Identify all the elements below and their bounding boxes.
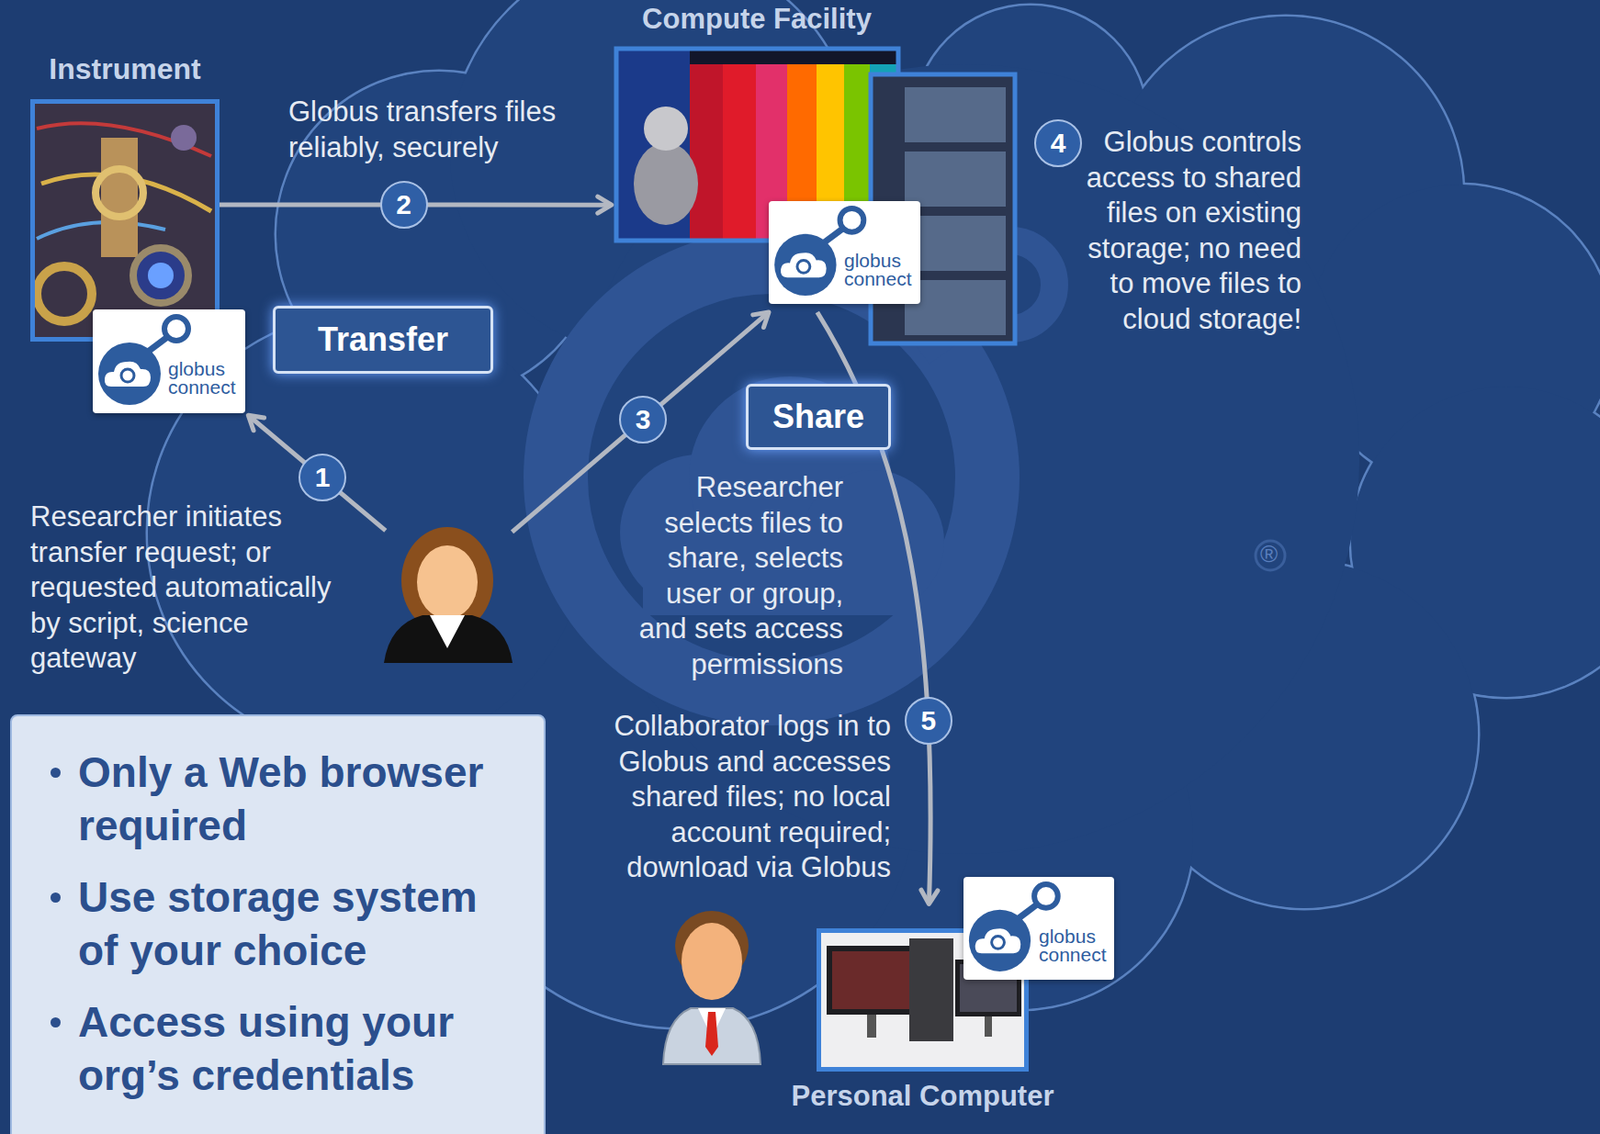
globus-connect-badge: globus connect (963, 877, 1115, 981)
supercomputer-picture (616, 48, 899, 241)
instrument-picture (95, 169, 144, 217)
globus-logo (797, 259, 811, 273)
callout-number: 5 (920, 705, 936, 737)
bullet-text: Access using your org’s credentials (78, 995, 519, 1103)
supercomputer-picture (616, 48, 899, 241)
supercomputer-picture (633, 142, 699, 226)
bullet-dot (50, 767, 61, 778)
computer-picture (816, 928, 1029, 1072)
collaborator-figure (681, 923, 743, 1001)
storage-picture (904, 151, 1006, 207)
collaborator-figure (705, 1012, 719, 1057)
researcher-figure (383, 615, 513, 664)
globus-watermark (1255, 540, 1285, 571)
supercomputer-picture (722, 64, 756, 241)
node-text: Researcher initiates transfer request; o… (30, 499, 348, 677)
globus-logo (1034, 884, 1059, 909)
globus-logo (991, 935, 1005, 949)
globus-logo (98, 342, 161, 406)
instrument-picture (170, 124, 197, 151)
bullet-dot (50, 892, 61, 903)
bullet-dot (50, 1017, 61, 1028)
box-label: Share (772, 397, 865, 437)
instrument-picture (133, 247, 189, 304)
globus-logo (975, 928, 1022, 954)
callout-circle: 5 (904, 697, 953, 745)
computer-picture (826, 946, 919, 1015)
collaborator-figure (663, 1008, 761, 1065)
globus-logo (104, 361, 151, 387)
features-panel: Only a Web browser requiredUse storage s… (10, 714, 546, 1134)
instrument-picture (36, 266, 92, 322)
bullet-text: Only a Web browser required (78, 745, 519, 853)
computer-picture (832, 951, 913, 1010)
storage-picture (904, 87, 1006, 143)
instrument-picture (30, 99, 220, 342)
globus-logo (121, 369, 135, 383)
badge-text: globus connect (1038, 927, 1113, 965)
collaborator-figure (663, 911, 761, 1065)
callout-circle: 4 (1034, 119, 1082, 168)
badge-text: globus connect (844, 251, 918, 289)
instrument-picture (101, 137, 138, 258)
callout-circle: 3 (619, 395, 667, 444)
callout-number: 2 (395, 189, 412, 221)
globus-connect-badge: globus connect (92, 309, 246, 414)
node-title: Compute Facility (642, 2, 872, 36)
compute-facility-box: Compute Facilityglobus connect (616, 48, 1015, 344)
globus-logo (840, 208, 865, 233)
supercomputer-picture (643, 106, 688, 151)
node-title: Personal Computer (791, 1080, 1055, 1114)
personal-computer-box: Personal Computerglobus connect (816, 928, 1029, 1072)
globus-logo (969, 910, 1031, 972)
badge-text: globus connect (168, 360, 242, 397)
node-title: Instrument (48, 52, 201, 87)
note-text: Globus controls access to shared files o… (1071, 124, 1302, 339)
note-text: Collaborator logs in to Globus and acces… (597, 709, 891, 887)
instrument-box: Instrumentglobus connect (30, 99, 220, 342)
computer-picture (867, 1014, 877, 1038)
instrument-picture (30, 99, 220, 342)
transfer-box: Transfer (272, 305, 494, 374)
researcher-figure (429, 615, 465, 649)
watermark-mark: ® (1260, 540, 1278, 569)
computer-picture (909, 938, 954, 1042)
supercomputer-picture (689, 64, 723, 241)
researcher-figure (383, 527, 513, 664)
box-label: Transfer (317, 320, 449, 360)
computer-picture (984, 1016, 992, 1037)
globus-logo (774, 234, 836, 296)
researcher-node: Researcher initiates transfer request; o… (380, 528, 514, 664)
instrument-picture (147, 262, 174, 289)
callout-number: 3 (635, 404, 652, 436)
supercomputer-picture (616, 48, 899, 241)
bullet-text: Use storage system of your choice (78, 870, 519, 978)
bullet-item: Only a Web browser required (78, 745, 526, 853)
globus-logo (164, 316, 189, 341)
note-text: Globus transfers files reliably, securel… (288, 94, 574, 166)
globus-connect-badge: globus connect (768, 201, 921, 305)
callout-number: 4 (1050, 127, 1067, 159)
note-text: Researcher selects files to share, selec… (622, 470, 844, 684)
bullet-item: Use storage system of your choice (78, 870, 526, 978)
bullet-item: Access using your org’s credentials (78, 995, 526, 1103)
globus-logo (780, 252, 827, 278)
callout-circle: 1 (298, 453, 347, 502)
researcher-figure (416, 545, 478, 620)
computer-picture (816, 928, 1029, 1072)
share-box: Share (745, 383, 891, 451)
callout-circle: 2 (380, 180, 429, 229)
callout-number: 1 (315, 461, 331, 494)
